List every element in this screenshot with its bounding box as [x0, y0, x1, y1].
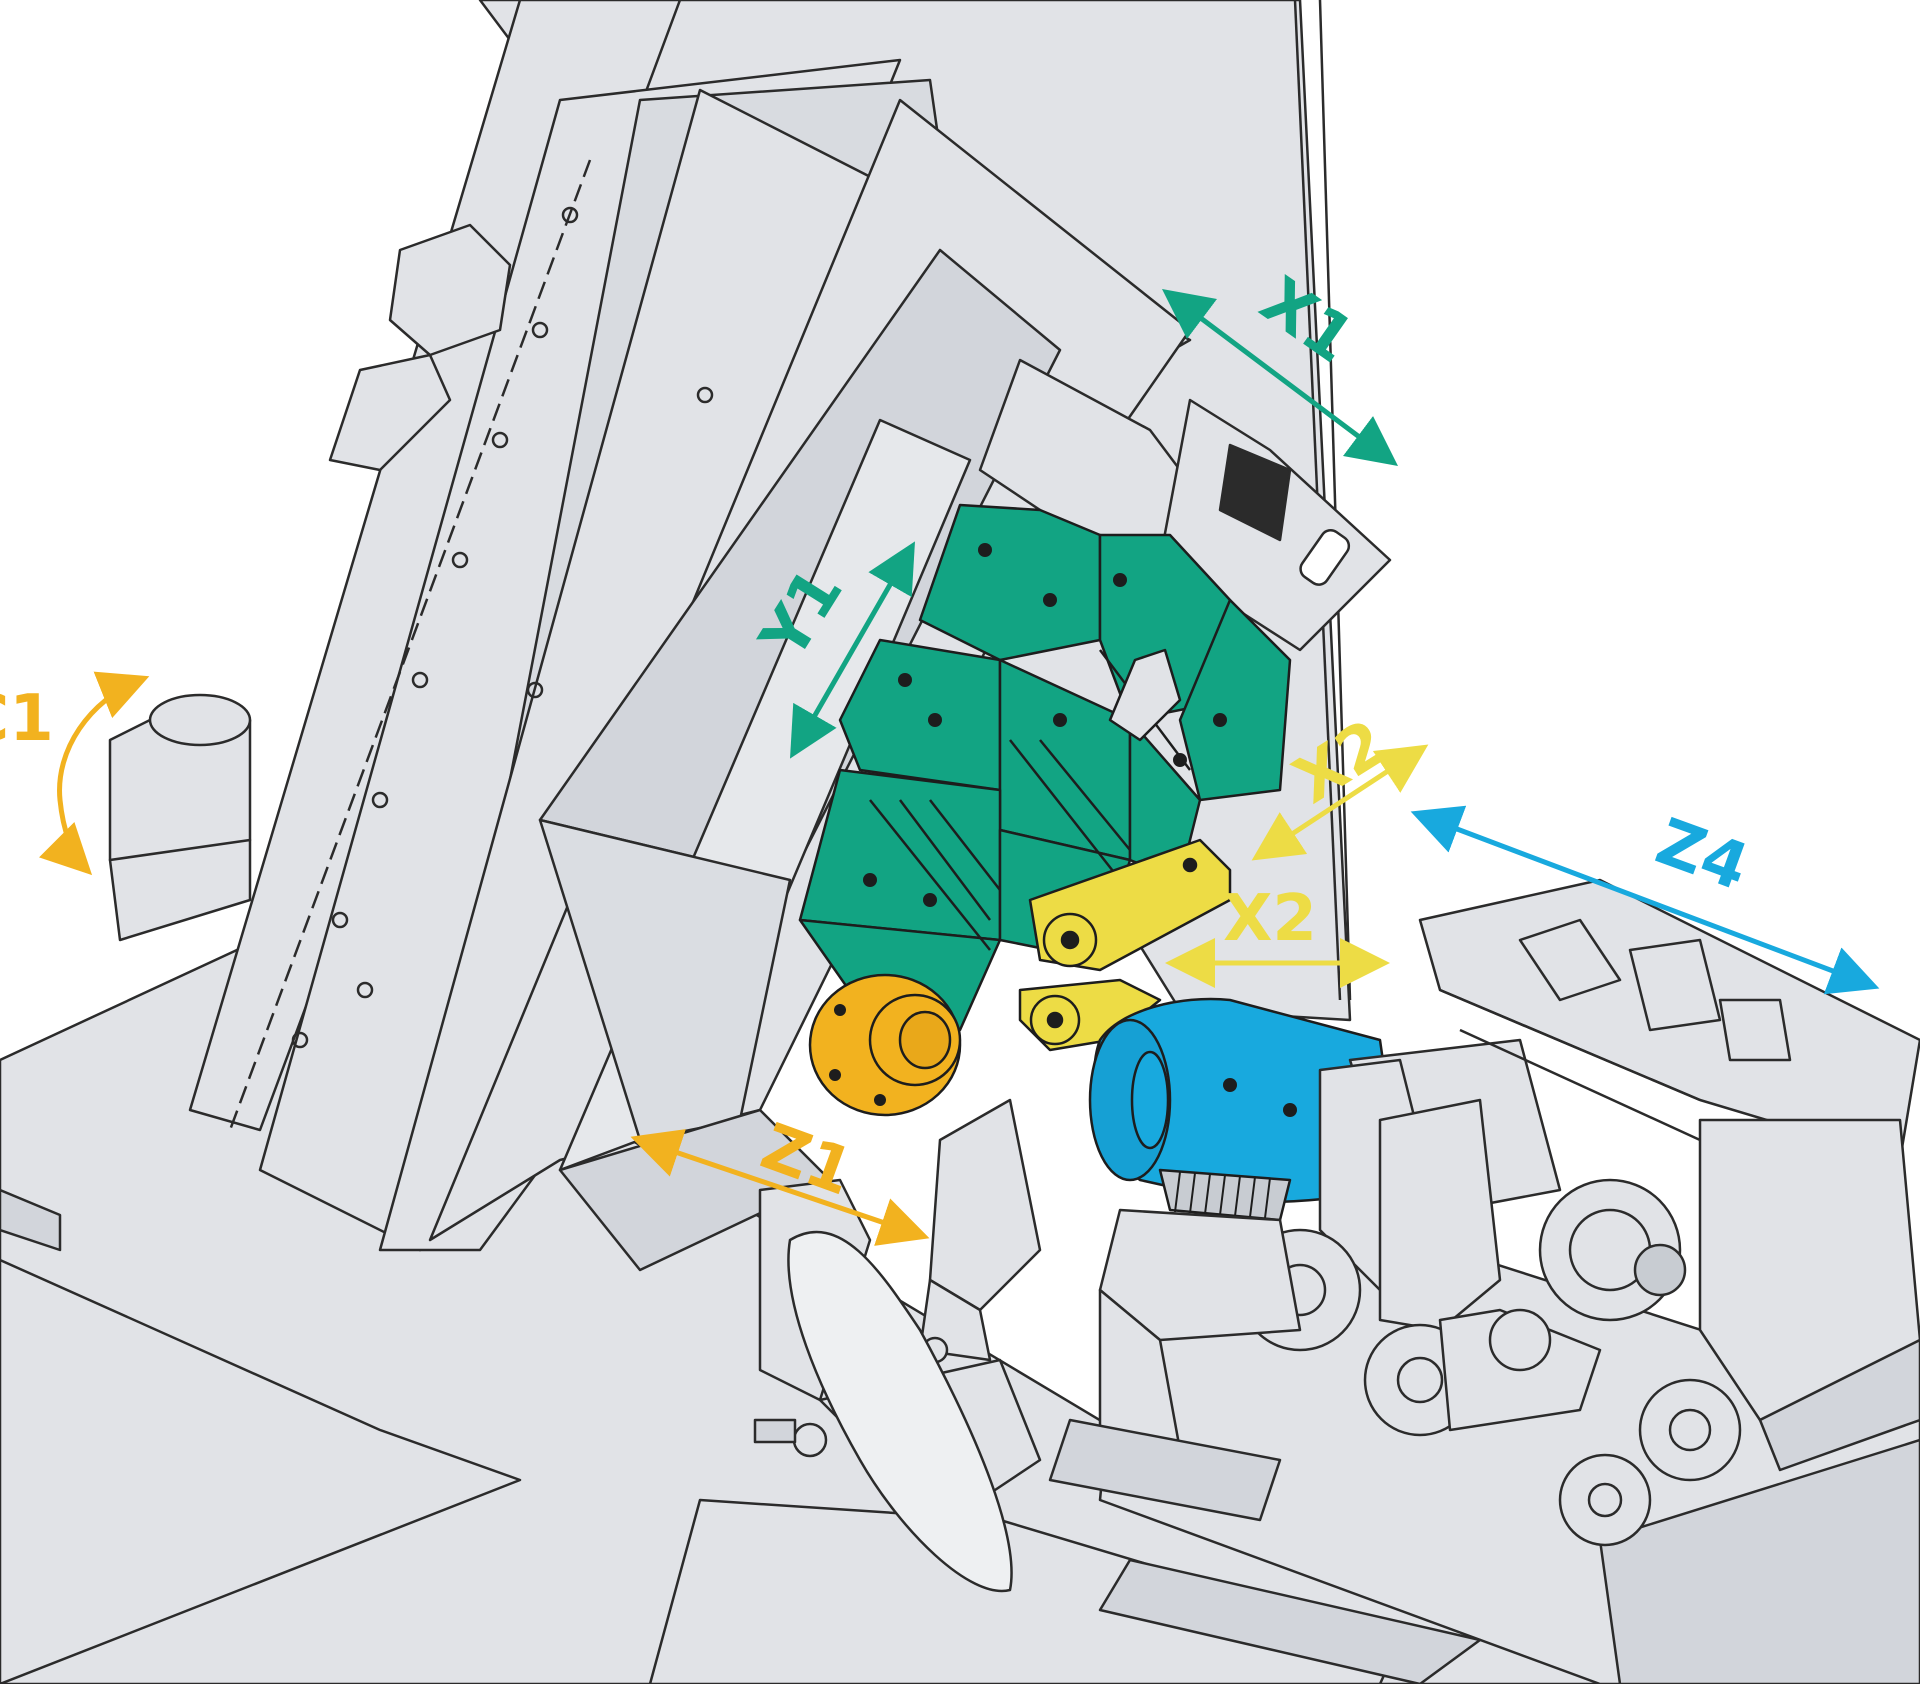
upper-motor [328, 223, 512, 472]
yellow-x2-slide-upper [1028, 838, 1232, 972]
x2-upper-arrow [1251, 744, 1429, 861]
c1-motor [108, 693, 252, 942]
c1-rotation-arrow [39, 671, 150, 876]
orange-c1-disc [808, 973, 962, 1117]
z1-arrow [630, 1129, 930, 1246]
z1-guide-paddle [787, 1230, 1013, 1593]
z4-label: Z4 [1647, 805, 1758, 906]
x1-arrow [1162, 289, 1398, 466]
z4-arrow [1410, 805, 1880, 995]
c1-label: C1 [0, 682, 54, 756]
y1-arrow [790, 541, 915, 759]
axis-arrows [39, 289, 1880, 1246]
x2-lower-label: X2 [1223, 882, 1317, 956]
